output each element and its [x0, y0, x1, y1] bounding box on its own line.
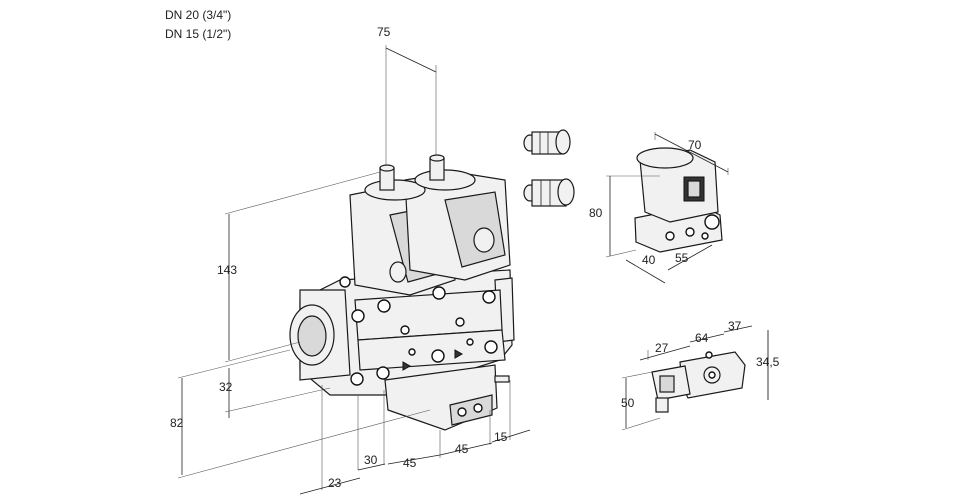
dim-45a: 45 [403, 456, 417, 470]
dim-70: 70 [688, 138, 702, 152]
dim-50: 50 [621, 396, 635, 410]
small-module-dimensions [621, 325, 769, 431]
dim-27: 27 [655, 341, 669, 355]
dim-32: 32 [219, 380, 233, 394]
cable-gland-bottom [523, 178, 575, 207]
dim-45b: 45 [455, 442, 469, 456]
dim-40: 40 [642, 253, 656, 267]
cable-gland-top [523, 129, 571, 155]
main-dimension-lines [177, 45, 531, 495]
dim-37: 37 [728, 319, 742, 333]
dim-64: 64 [695, 331, 709, 345]
dim-82: 82 [170, 416, 184, 430]
small-module [651, 351, 746, 413]
title-dn15: DN 15 (1/2") [165, 27, 232, 41]
dim-143: 143 [217, 263, 238, 277]
dim-23: 23 [328, 476, 342, 490]
dim-15: 15 [494, 430, 508, 444]
dim-34-5: 34,5 [756, 355, 780, 369]
side-module [634, 147, 723, 253]
main-valve-assembly [289, 154, 515, 431]
title-dn20: DN 20 (3/4") [165, 8, 232, 22]
dim-30: 30 [364, 453, 378, 467]
dim-80: 80 [589, 206, 603, 220]
dim-55: 55 [675, 251, 689, 265]
dim-75: 75 [377, 25, 391, 39]
side-module-dimensions [605, 132, 729, 284]
